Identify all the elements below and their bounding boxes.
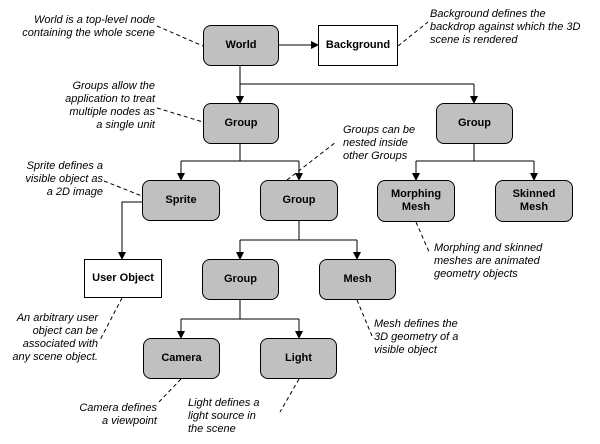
note-nested: Groups can be nested inside other Groups — [343, 124, 416, 162]
leader-user-object — [99, 297, 123, 341]
note-camera: Camera defines a viewpoint — [79, 402, 157, 427]
edge-group-right-children — [416, 144, 534, 162]
node-group-left: Group — [203, 103, 279, 144]
leader-camera — [158, 378, 182, 403]
note-background: Background defines the backdrop against … — [430, 8, 581, 46]
leader-nested — [286, 141, 337, 181]
node-group-right: Group — [436, 103, 513, 144]
edge-group-left-children — [181, 144, 299, 162]
note-user-object: An arbitrary user object can be associat… — [12, 312, 98, 363]
leader-morph — [415, 221, 431, 255]
edge-world-groups — [239, 66, 474, 85]
note-morph: Morphing and skinned meshes are animated… — [434, 242, 543, 280]
node-morphing-mesh: Morphing Mesh — [377, 180, 455, 222]
leader-groups — [156, 107, 204, 123]
node-light: Light — [260, 338, 337, 379]
node-sprite: Sprite — [142, 180, 220, 221]
leader-world — [156, 25, 204, 47]
node-camera: Camera — [143, 338, 220, 379]
note-groups: Groups allow the application to treat mu… — [65, 80, 155, 131]
note-sprite: Sprite defines a visible object as a 2D … — [25, 160, 103, 198]
node-world: World — [203, 25, 279, 66]
leader-sprite — [103, 180, 143, 197]
note-mesh: Mesh defines the 3D geometry of a visibl… — [374, 318, 459, 356]
edge-group-lower-children — [181, 300, 299, 320]
leader-light — [279, 378, 300, 413]
node-background: Background — [318, 25, 398, 66]
node-skinned-mesh: Skinned Mesh — [495, 180, 573, 222]
node-group-lower: Group — [202, 259, 279, 300]
node-user-object: User Object — [84, 259, 162, 298]
edge-sprite-user-object — [118, 201, 142, 260]
edge-group-middle-children — [240, 221, 357, 241]
node-mesh: Mesh — [319, 259, 396, 300]
node-group-middle: Group — [260, 180, 338, 221]
leader-mesh — [356, 299, 373, 337]
leader-background — [397, 21, 429, 47]
note-light: Light defines a light source in the scen… — [188, 397, 260, 435]
note-world: World is a top-level node containing the… — [22, 14, 155, 39]
